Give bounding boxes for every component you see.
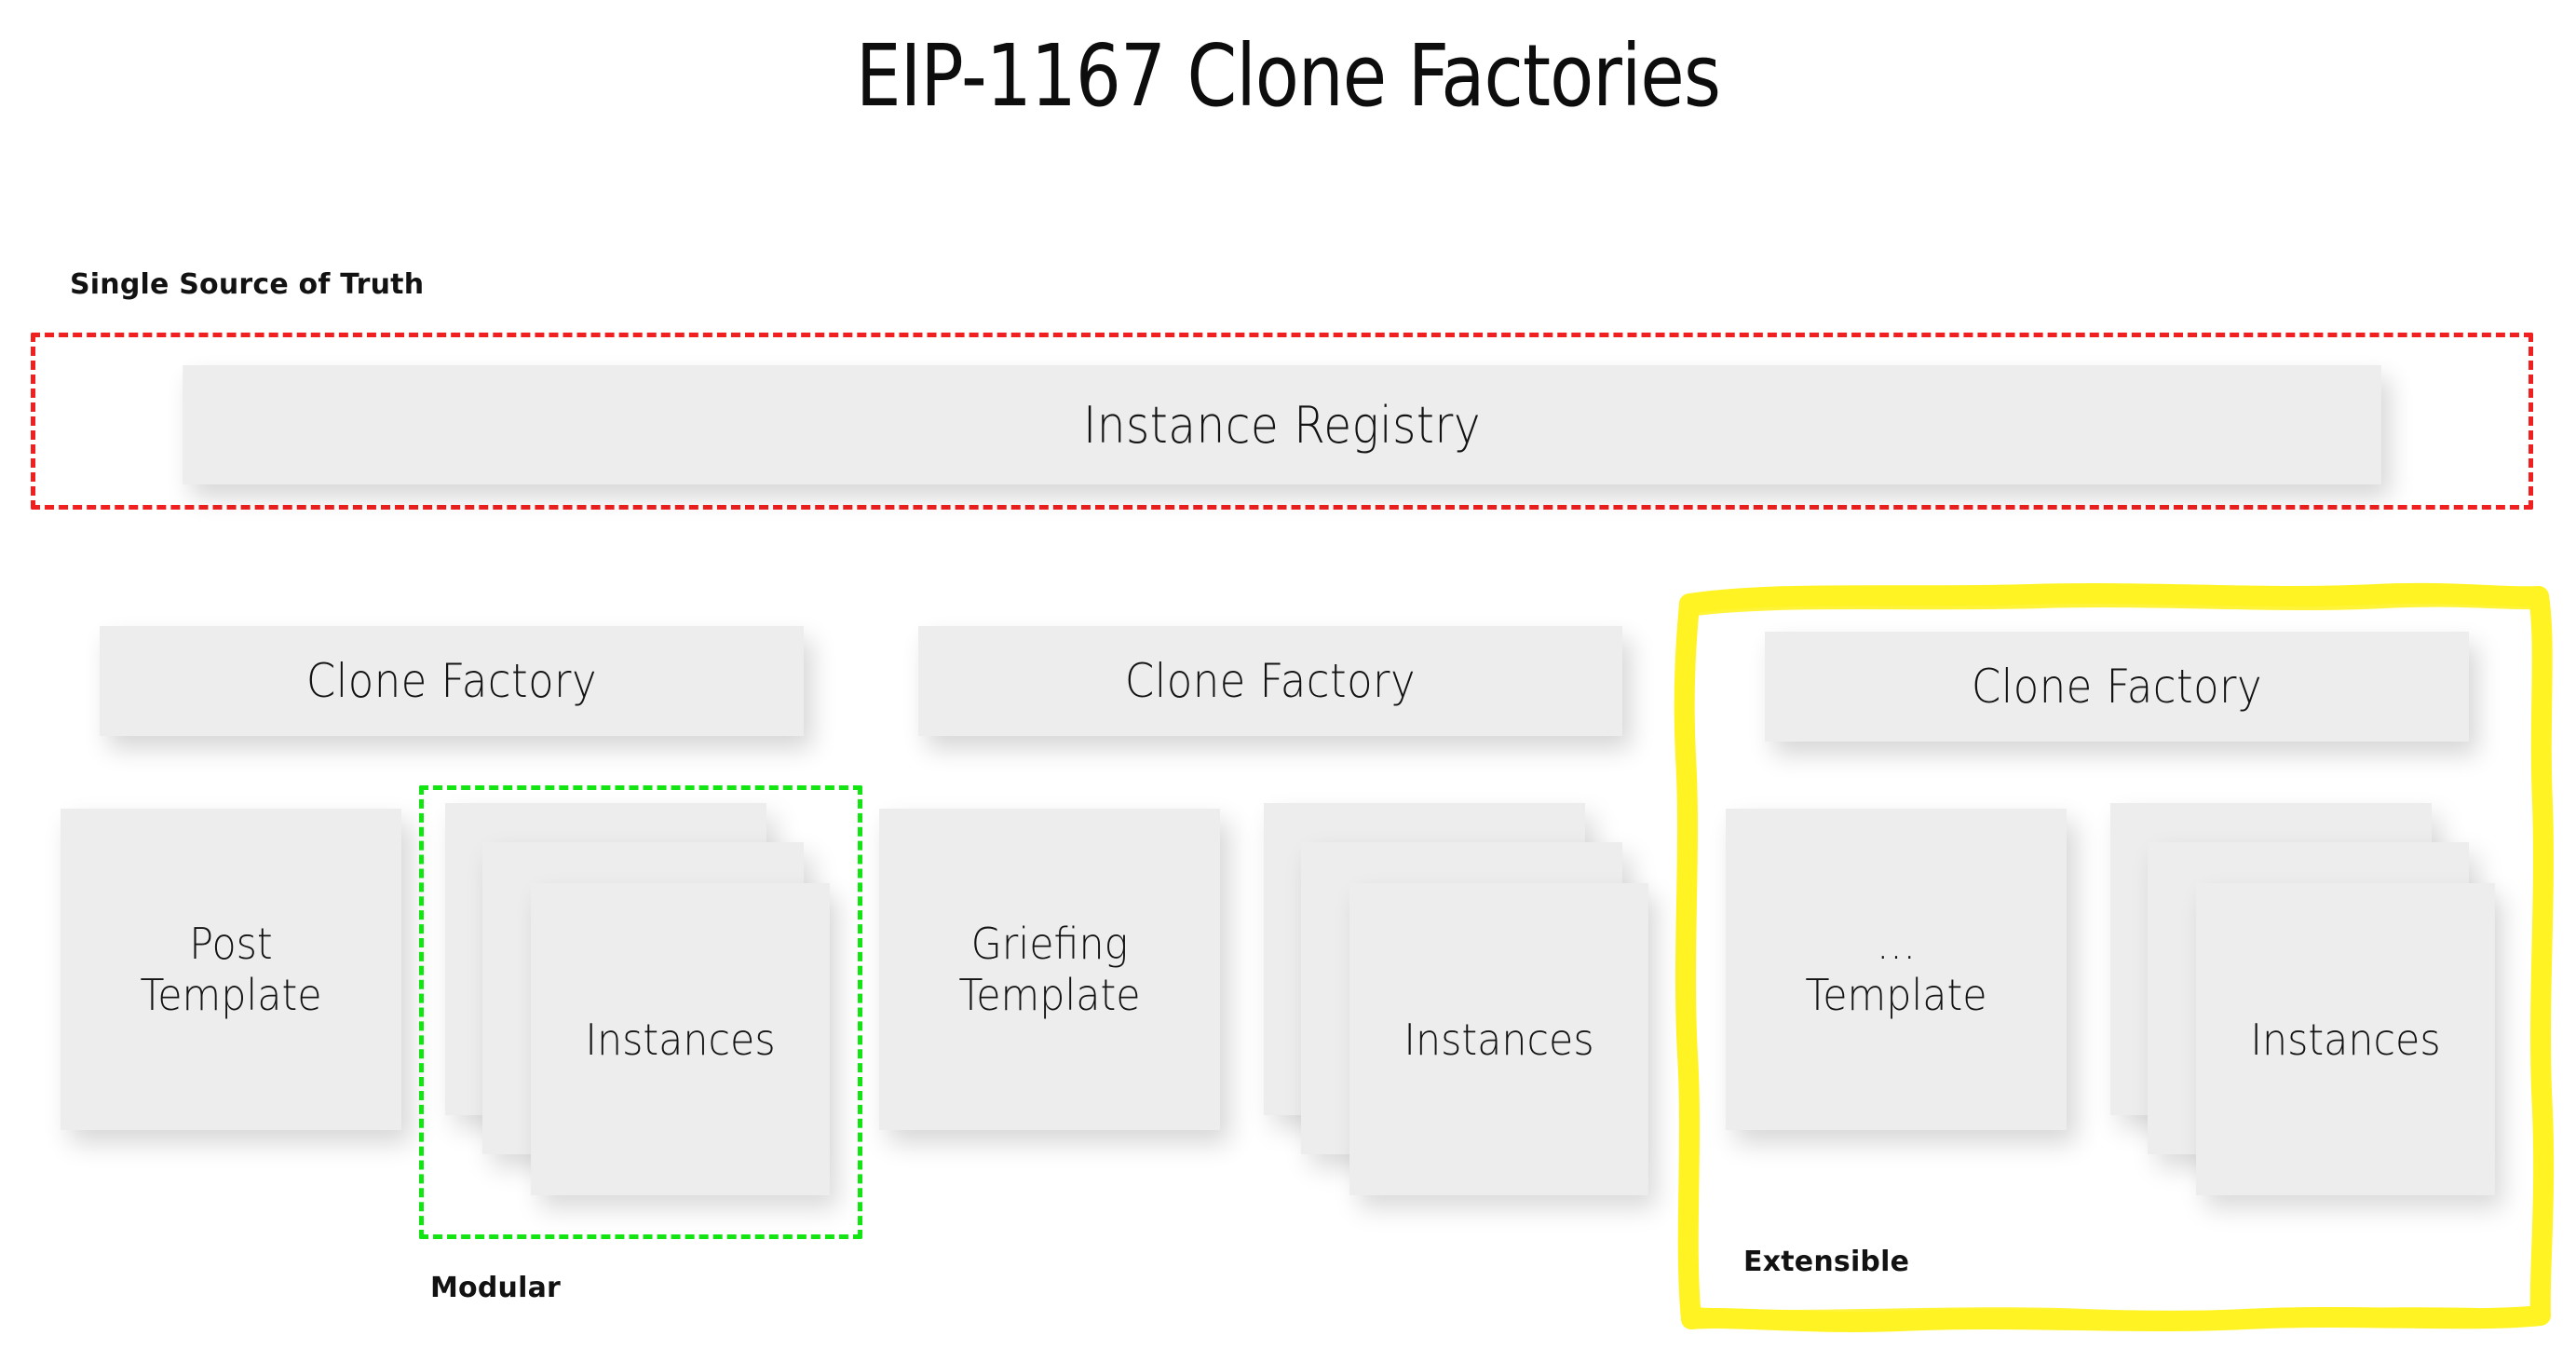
instances-label-3: Instances <box>2250 1014 2441 1065</box>
instances-label-2: Instances <box>1403 1014 1594 1065</box>
template-line-2: Template <box>140 969 322 1020</box>
instances-label-1: Instances <box>585 1014 776 1065</box>
annotation-extensible: Extensible <box>1743 1246 1910 1278</box>
clone-factory-card-2[interactable]: Clone Factory <box>918 626 1622 736</box>
template-card-label-3: … Template <box>1805 919 1986 1020</box>
instance-registry-card[interactable]: Instance Registry <box>183 365 2381 484</box>
template-card-label-1: Post Template <box>140 919 321 1020</box>
instance-registry-label: Instance Registry <box>1082 395 1482 455</box>
instances-stack-1[interactable]: Instances <box>445 803 855 1222</box>
clone-factory-label-3: Clone Factory <box>1971 660 2263 714</box>
instance-card-front[interactable]: Instances <box>2196 883 2495 1195</box>
single-source-of-truth-region <box>31 333 2533 510</box>
template-line-2: Template <box>1805 969 1987 1020</box>
clone-factory-card-1[interactable]: Clone Factory <box>100 626 804 736</box>
instances-stack-3[interactable]: Instances <box>2110 803 2520 1222</box>
template-line-1: Griefing <box>970 919 1129 970</box>
template-card-2[interactable]: Griefing Template <box>879 809 1220 1130</box>
instance-card-front[interactable]: Instances <box>531 883 830 1195</box>
template-line-1: Post <box>189 919 273 970</box>
clone-factory-label-1: Clone Factory <box>305 654 598 708</box>
template-line-1: … <box>1876 919 1917 970</box>
instance-card-front[interactable]: Instances <box>1349 883 1648 1195</box>
page-title: EIP-1167 Clone Factories <box>855 26 1721 126</box>
template-line-2: Template <box>958 969 1141 1020</box>
clone-factory-card-3[interactable]: Clone Factory <box>1765 632 2469 742</box>
template-card-1[interactable]: Post Template <box>61 809 401 1130</box>
modular-region <box>419 785 862 1239</box>
template-card-3[interactable]: … Template <box>1726 809 2067 1130</box>
annotation-modular: Modular <box>430 1272 562 1304</box>
annotation-single-source-of-truth: Single Source of Truth <box>70 268 425 301</box>
instances-stack-2[interactable]: Instances <box>1264 803 1674 1222</box>
template-card-label-2: Griefing Template <box>958 919 1140 1020</box>
clone-factory-label-2: Clone Factory <box>1124 654 1417 708</box>
